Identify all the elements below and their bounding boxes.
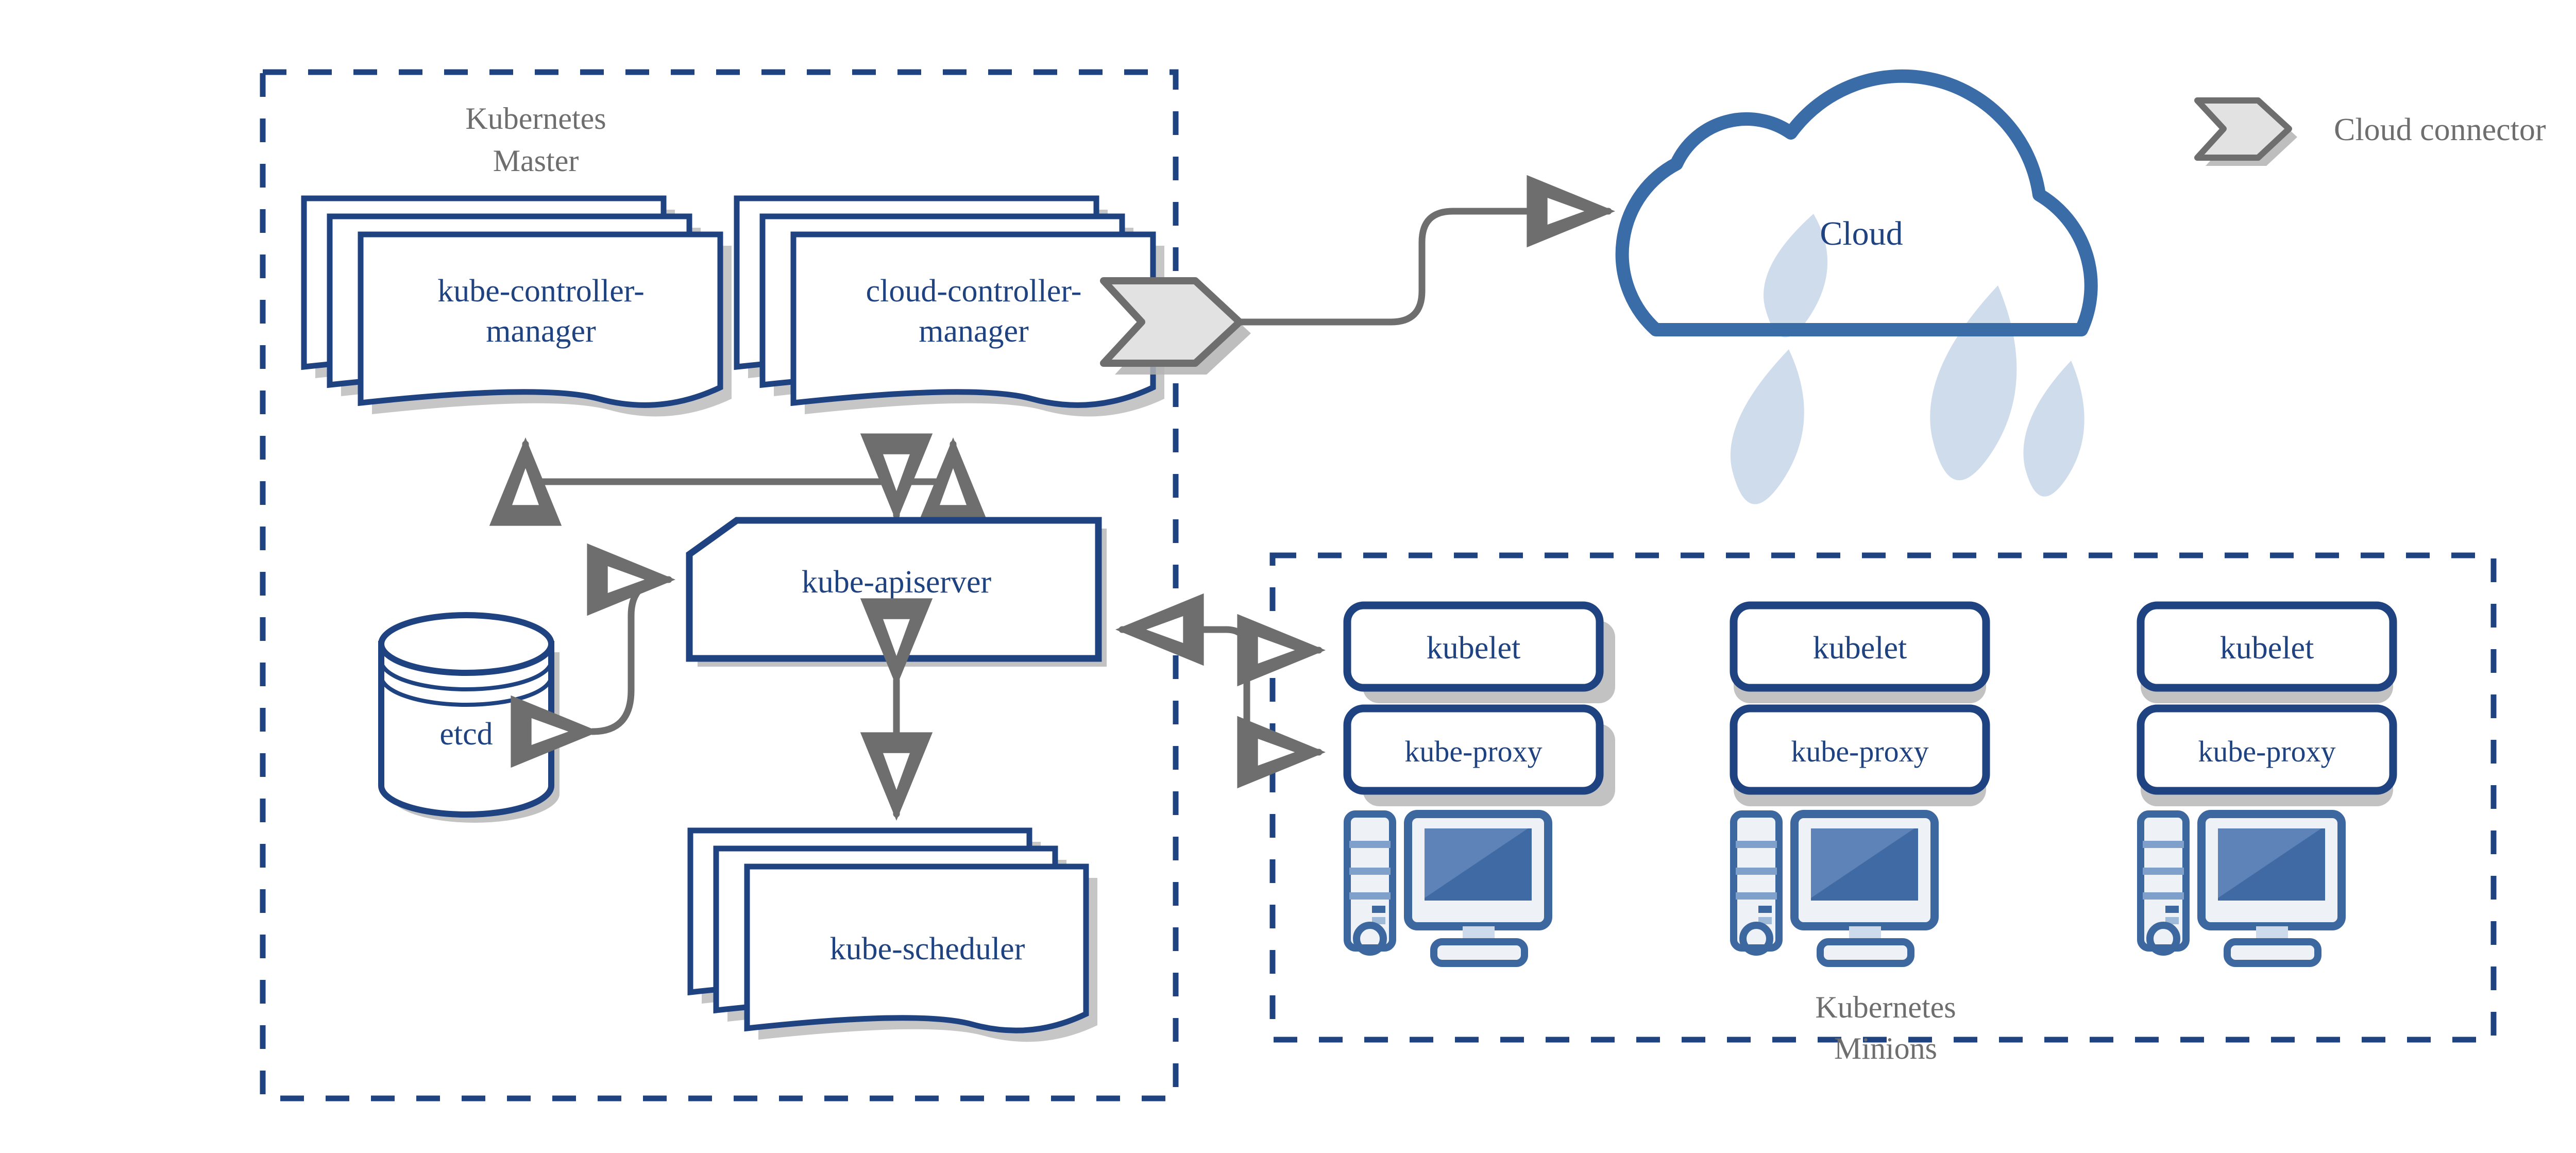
tower-led-1 <box>2165 906 2179 913</box>
legend-cloud-connector-icon <box>2194 97 2292 161</box>
minion-1: kubelet kube-proxy <box>1343 601 1615 967</box>
etcd-label: etcd <box>439 717 493 752</box>
minion-3: kubelet kube-proxy <box>2137 601 2397 967</box>
cloud-controller-manager-label-line2: manager <box>919 314 1029 349</box>
kubelet-label-2: kubelet <box>1813 631 1907 666</box>
cloud-outline <box>1615 69 2098 336</box>
tower-band-3 <box>1736 892 1777 900</box>
connector-ccm-to-cloud <box>1236 175 1616 326</box>
connector-etcd-apiserver <box>511 543 676 768</box>
legend-label: Cloud connector <box>2334 112 2546 147</box>
kube-proxy-box-3[interactable] <box>2137 704 2397 795</box>
tower-band-1 <box>1349 841 1391 848</box>
tower-led-1 <box>1758 906 1772 913</box>
tower-band-2 <box>1736 868 1777 875</box>
doc-sheet-3 <box>358 231 723 408</box>
connector-apiserver-to-controllers <box>489 433 990 526</box>
connector-to-kube-proxy <box>1125 626 1326 789</box>
kube-controller-manager-label-line2: manager <box>486 314 596 349</box>
tower-led-2 <box>2165 917 2179 924</box>
kube-scheduler-node[interactable]: kube-scheduler <box>687 827 1097 1042</box>
kube-controller-manager-node[interactable]: kube-controller- manager <box>301 195 732 417</box>
etcd-node[interactable]: etcd <box>378 612 560 823</box>
apiserver-shape <box>686 517 1102 662</box>
monitor-screen <box>1811 828 1918 901</box>
tower-power-button[interactable] <box>2146 922 2180 956</box>
minions-dashed-border <box>1269 552 2497 1043</box>
master-label-line1: Kubernetes <box>465 101 606 135</box>
minions-label-line2: Minions <box>1834 1031 1937 1065</box>
master-label-line2: Master <box>493 144 579 178</box>
computer-icon-3[interactable] <box>2137 810 2346 967</box>
legend-cloud-connector: Cloud connector <box>2194 97 2546 166</box>
connector-line-etcd <box>511 543 676 768</box>
kubelet-label-3: kubelet <box>2220 631 2314 666</box>
cloud-label: Cloud <box>1820 215 1903 252</box>
minion-2: kubelet kube-proxy <box>1730 601 1990 967</box>
cloud-controller-manager-label-line1: cloud-controller- <box>866 274 1082 309</box>
kube-proxy-box-1[interactable] <box>1343 704 1604 795</box>
kube-apiserver-node[interactable]: kube-apiserver <box>686 517 1107 667</box>
master-dashed-border <box>260 69 1179 1101</box>
monitor-screen <box>1425 828 1532 901</box>
cloud-accent-4 <box>2023 361 2084 497</box>
tower-band-2 <box>1349 868 1391 875</box>
tower-band-1 <box>1736 841 1777 848</box>
kube-apiserver-label: kube-apiserver <box>802 565 992 600</box>
tower-led-1 <box>1372 906 1385 913</box>
monitor-screen <box>2218 828 2325 901</box>
kubernetes-minions-group: Kubernetes Minions <box>1269 552 2497 1065</box>
monitor-base <box>1430 938 1528 967</box>
cloud-connector-chevron <box>1100 277 1243 367</box>
tower-power-button[interactable] <box>1353 922 1387 956</box>
kubelet-box-1[interactable] <box>1343 601 1604 692</box>
tower-power-button[interactable] <box>1739 922 1773 956</box>
kube-proxy-box-2[interactable] <box>1730 704 1990 795</box>
tower-led-2 <box>1758 917 1772 924</box>
ccm-doc-sheet-3 <box>790 231 1156 408</box>
tower-band-2 <box>2143 868 2184 875</box>
kubelet-label-1: kubelet <box>1427 631 1521 666</box>
cloud-connector-icon[interactable] <box>1100 277 1251 375</box>
computer-icon-2[interactable] <box>1730 810 1939 967</box>
monitor-base <box>1817 938 1914 967</box>
cloud-fill <box>1622 76 2091 330</box>
monitor-base <box>2224 938 2321 967</box>
cloud-accent-2 <box>1730 349 1804 504</box>
tower-band-1 <box>2143 841 2184 848</box>
cloud-node[interactable]: Cloud <box>1615 69 2098 504</box>
connector-to-ccm <box>893 437 990 526</box>
sch-doc-sheet-3 <box>744 863 1089 1033</box>
kubelet-box-2[interactable] <box>1730 601 1990 692</box>
connector-line <box>1236 175 1616 326</box>
kubernetes-master-group: Kubernetes Master <box>260 69 1179 1101</box>
connector-apiserver-to-minion <box>1115 593 1326 789</box>
minions-label-line1: Kubernetes <box>1815 990 1956 1024</box>
etcd-top-ellipse <box>378 612 554 676</box>
kube-controller-manager-label-line1: kube-controller- <box>437 274 645 309</box>
kube-proxy-label-3: kube-proxy <box>2198 735 2335 768</box>
kubelet-box-3[interactable] <box>2137 601 2397 692</box>
tower-band-3 <box>2143 892 2184 900</box>
kube-proxy-label-2: kube-proxy <box>1791 735 1928 768</box>
cloud-accent-1 <box>1764 214 1828 337</box>
cloud-controller-manager-node[interactable]: cloud-controller- manager <box>734 195 1164 417</box>
kube-scheduler-label: kube-scheduler <box>830 931 1025 967</box>
tower-led-2 <box>1372 917 1385 924</box>
tower-band-3 <box>1349 892 1391 900</box>
kube-proxy-label-1: kube-proxy <box>1404 735 1542 768</box>
computer-icon-1[interactable] <box>1344 810 1552 967</box>
connector-to-kcm <box>489 437 900 526</box>
